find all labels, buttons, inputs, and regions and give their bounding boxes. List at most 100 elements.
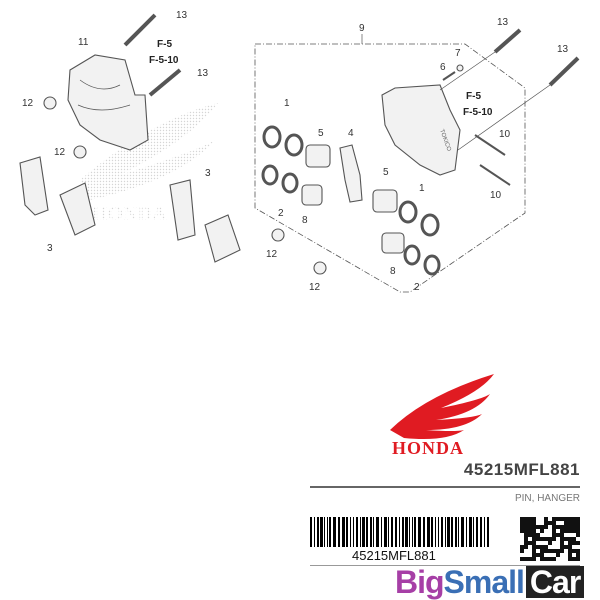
qr-module [568, 521, 572, 525]
honda-wing-logo [390, 374, 494, 439]
divider [310, 486, 580, 488]
pads-left [19, 156, 241, 263]
barcode-bar [399, 517, 400, 547]
qr-module [560, 525, 564, 529]
barcode-bar [476, 517, 478, 547]
qr-module [524, 517, 528, 521]
barcode-bar [310, 517, 312, 547]
divider [310, 565, 580, 566]
barcode-bar [405, 517, 408, 547]
qr-module [540, 537, 544, 541]
barcode-bar [423, 517, 425, 547]
qr-module [548, 557, 552, 561]
qr-module [576, 549, 580, 553]
barcode-bar [461, 517, 464, 547]
qr-module [568, 549, 572, 553]
qr-module [532, 537, 536, 541]
callout-13: 13 [176, 10, 188, 21]
qr-module [520, 529, 524, 533]
barcode-bar [441, 517, 443, 547]
callout-1: 1 [419, 183, 425, 194]
barcode-bar [427, 517, 430, 547]
part-name: PIN, HANGER [514, 493, 580, 504]
callout-6: 6 [440, 62, 446, 73]
callout-13: 13 [197, 68, 209, 79]
barcode-bar [327, 517, 328, 547]
qr-module [544, 525, 548, 529]
part-number: 45215MFL881 [463, 460, 580, 479]
qr-module [568, 553, 572, 557]
qr-module [532, 529, 536, 533]
qr-module [576, 541, 580, 545]
qr-module [568, 529, 572, 533]
qr-module [528, 541, 532, 545]
barcode-bar [381, 517, 382, 547]
barcode-bar [409, 517, 410, 547]
qr-module [552, 517, 556, 521]
qr-module [556, 517, 560, 521]
honda-watermark-text: HONDA [92, 203, 167, 225]
qr-module [540, 549, 544, 553]
qr-module [568, 517, 572, 521]
barcode-bar [395, 517, 397, 547]
barcode-bar [324, 517, 325, 547]
qr-module [532, 533, 536, 537]
qr-code [520, 517, 580, 561]
qr-module [560, 541, 564, 545]
barcode-bar [445, 517, 446, 547]
barcode-bar [473, 517, 474, 547]
piston-rings [261, 125, 441, 276]
qr-module [532, 553, 536, 557]
watermark-big: Big [395, 564, 445, 600]
callout-1: 1 [284, 98, 290, 109]
barcode-bar [451, 517, 453, 547]
callout-12: 12 [266, 249, 278, 260]
qr-module [524, 525, 528, 529]
qr-module [576, 557, 580, 561]
qr-module [560, 529, 564, 533]
barcode-bar [418, 517, 421, 547]
barcode-bar [438, 517, 439, 547]
qr-module [528, 517, 532, 521]
qr-module [576, 521, 580, 525]
qr-module [528, 533, 532, 537]
pad-spring [339, 144, 363, 203]
qr-module [524, 541, 528, 545]
barcode-bar [314, 517, 315, 547]
barcode-bar [388, 517, 389, 547]
qr-module [520, 521, 524, 525]
qr-module [544, 537, 548, 541]
qr-module [548, 541, 552, 545]
bolts-right [439, 28, 580, 186]
qr-module [524, 537, 528, 541]
barcode-bar [484, 517, 485, 547]
qr-module [544, 557, 548, 561]
qr-module [528, 521, 532, 525]
qr-module [564, 525, 568, 529]
qr-module [572, 521, 576, 525]
qr-module [536, 537, 540, 541]
qr-module [572, 529, 576, 533]
callout-2: 2 [278, 208, 284, 219]
qr-module [532, 545, 536, 549]
qr-module [560, 537, 564, 541]
qr-module [560, 549, 564, 553]
qr-module [572, 557, 576, 561]
qr-module [532, 517, 536, 521]
qr-module [564, 537, 568, 541]
callout-9: 9 [359, 23, 365, 34]
qr-module [524, 557, 528, 561]
qr-module [548, 537, 552, 541]
qr-module [568, 557, 572, 561]
barcode-bar [342, 517, 345, 547]
barcode-bar [362, 517, 365, 547]
qr-module [552, 533, 556, 537]
qr-module [560, 533, 564, 537]
qr-module [540, 525, 544, 529]
qr-module [528, 557, 532, 561]
seals [43, 96, 327, 275]
barcode-bar [333, 517, 336, 547]
qr-module [536, 545, 540, 549]
